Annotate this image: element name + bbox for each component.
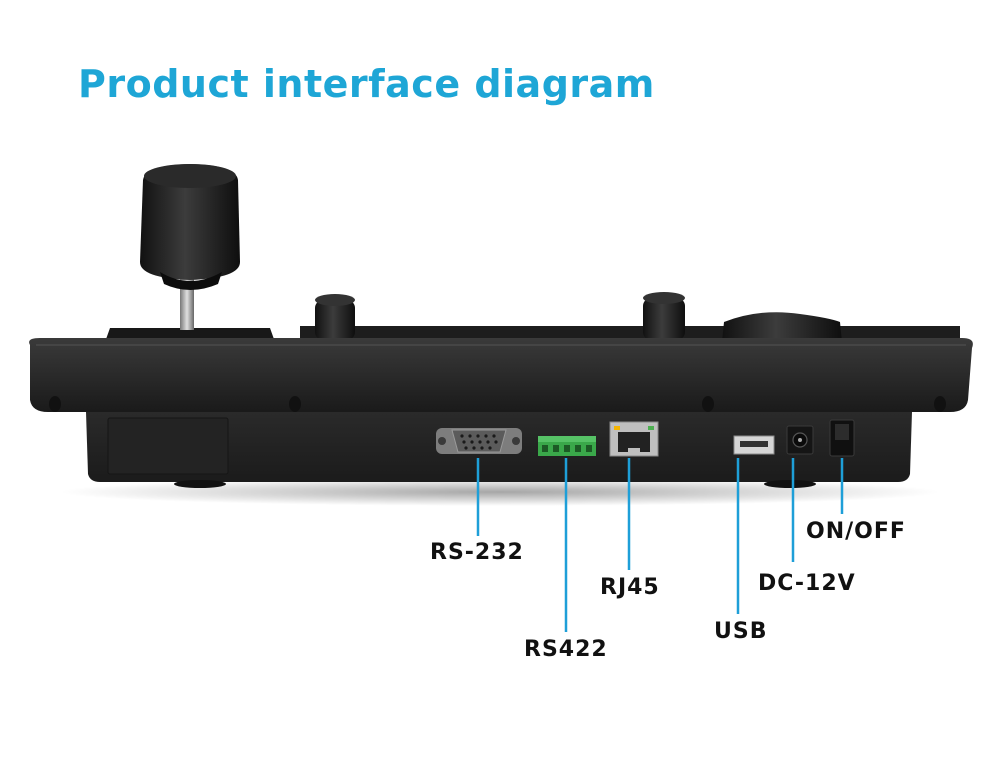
- label-rj45: RJ45: [600, 575, 660, 600]
- zoom-rocker-icon: [722, 312, 842, 342]
- ethernet-port-icon: [609, 421, 659, 457]
- label-dc12v: DC-12V: [758, 571, 856, 596]
- page-title: Product interface diagram: [78, 62, 655, 106]
- usb-port-icon: [733, 435, 775, 455]
- label-onoff: ON/OFF: [806, 519, 906, 544]
- terminal-block-icon: [538, 436, 596, 456]
- db9-serial-port-icon: [436, 428, 522, 454]
- rotary-knob-icon: [315, 294, 355, 340]
- label-usb: USB: [714, 619, 768, 644]
- joystick-icon: [140, 164, 240, 330]
- dc-jack-icon: [786, 425, 814, 455]
- label-rs232: RS-232: [430, 540, 524, 565]
- leader-lines: [476, 458, 844, 632]
- label-rs422: RS422: [524, 637, 608, 662]
- power-switch-icon: [829, 419, 855, 457]
- rotary-knob-icon: [643, 292, 685, 340]
